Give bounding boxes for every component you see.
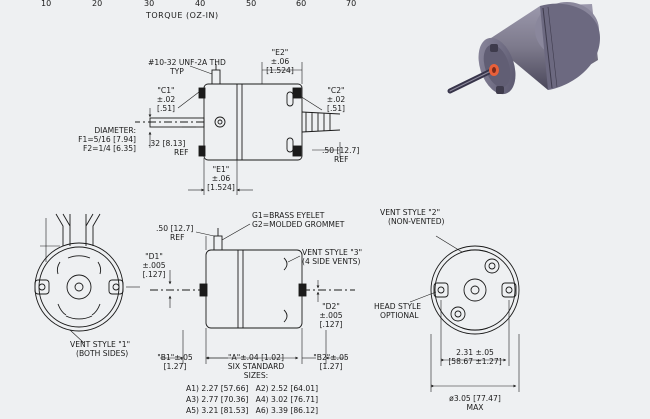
sizes-row: A1) 2.27 [57.66] A2) 2.52 [64.01] (186, 383, 318, 394)
axis-label: TORQUE (OZ-IN) (146, 11, 219, 20)
eyelet-g2: G2=MOLDED GROMMET (252, 220, 345, 229)
c1-metric: [.51] (156, 104, 176, 113)
c1-tol: ±.02 (156, 95, 176, 104)
e2-tol: ±.06 (270, 57, 290, 66)
vent1-title: VENT STYLE "1" (70, 340, 131, 349)
dim-305-value: ø3.05 [77.47] (449, 394, 501, 403)
d2-tol: ±.005 (319, 311, 343, 320)
diameter-title: DIAMETER: (94, 126, 136, 135)
e1-tol: ±.06 (211, 174, 231, 183)
sizes-row: A3) 2.77 [70.36] A4) 3.02 [76.71] (186, 394, 318, 405)
sizes-row: A5) 3.21 [81.53] A6) 3.39 [86.12] (186, 405, 318, 416)
ref-50-top: .50 [12.7] REF (322, 146, 359, 164)
size-a4: A4) 3.02 [76.71] (255, 395, 319, 404)
dim-305-max: MAX (466, 403, 484, 412)
axis-tick: 60 (296, 0, 307, 8)
c1-dimension: "C1" ±.02 [.51] (157, 86, 175, 113)
e1-dimension: "E1" ±.06 [1.524] (207, 165, 235, 192)
size-a3: A3) 2.77 [70.36] (186, 395, 249, 404)
a-name: "A"±.04 [1.02] (228, 353, 284, 362)
diameter-f2: F2=1/4 [6.35] (82, 144, 136, 153)
b1-dimension: "B1"±.05 [1.27] (157, 353, 192, 371)
size-a1: A1) 2.27 [57.66] (186, 384, 249, 393)
ref-50-side-ref: REF (170, 233, 185, 242)
thread-spec: #10-32 UNF-2A THD (148, 58, 226, 67)
ref-50-ref: REF (334, 155, 349, 164)
left-end-view (34, 213, 140, 344)
axis-tick: 70 (346, 0, 357, 8)
ref-32: .32 [8.13] REF (148, 139, 188, 157)
dim-231-metric: [58.67 ±1.27] (448, 357, 502, 366)
d2-metric: [.127] (319, 320, 343, 329)
size-a2: A2) 2.52 [64.01] (255, 384, 319, 393)
d1-metric: [.127] (142, 270, 166, 279)
thread-label: #10-32 UNF-2A THD TYP (148, 58, 226, 76)
c1-name: "C1" (157, 86, 175, 95)
b2-dimension: "B2"±.05 [1.27] (313, 353, 348, 371)
c2-name: "C2" (327, 86, 345, 95)
d1-tol: ±.005 (142, 261, 166, 270)
thread-sub: TYP (170, 67, 184, 76)
e2-metric: [1.524] (266, 66, 294, 75)
sizes-table: A1) 2.27 [57.66] A2) 2.52 [64.01] A3) 2.… (186, 383, 318, 416)
eyelet-spec: G1=BRASS EYELET G2=MOLDED GROMMET (252, 211, 344, 229)
ref-32-ref: REF (174, 148, 189, 157)
dim-231-value: 2.31 ±.05 (456, 348, 494, 357)
a-dimension: "A"±.04 [1.02] SIX STANDARD SIZES: (228, 353, 284, 380)
b2-name: "B2"±.05 (313, 353, 349, 362)
ref-50-side: .50 [12.7] REF (156, 224, 193, 242)
vent-style-2: VENT STYLE "2" (NON-VENTED) (380, 208, 445, 226)
diameter-spec: DIAMETER: F1=5/16 [7.94] F2=1/4 [6.35] (56, 126, 136, 153)
vent3-desc: (4 SIDE VENTS) (302, 257, 361, 266)
b1-name: "B1"±.05 (157, 353, 193, 362)
top-motor-view (135, 62, 341, 195)
e1-metric: [1.524] (207, 183, 235, 192)
vent3-title: VENT STYLE "3" (302, 248, 363, 257)
vent-style-3: VENT STYLE "3" (4 SIDE VENTS) (302, 248, 362, 266)
head-style-desc: OPTIONAL (380, 311, 419, 320)
a-sizes-title: SIX STANDARD (227, 362, 285, 371)
size-a5: A5) 3.21 [81.53] (186, 406, 249, 415)
right-end-view (409, 235, 520, 392)
head-style: HEAD STYLE OPTIONAL (374, 302, 421, 320)
c2-tol: ±.02 (326, 95, 346, 104)
head-style-title: HEAD STYLE (374, 302, 422, 311)
e2-name: "E2" (271, 48, 289, 57)
dim-231: 2.31 ±.05 [58.67 ±1.27] (448, 348, 501, 366)
axis-tick: 30 (144, 0, 155, 8)
diameter-f1: F1=5/16 [7.94] (78, 135, 136, 144)
ref-50-side-value: .50 [12.7] (156, 224, 194, 233)
b2-metric: [1.27] (319, 362, 343, 371)
vent1-desc: (BOTH SIDES) (76, 349, 129, 358)
ref-50-value: .50 [12.7] (322, 146, 360, 155)
axis-tick: 20 (92, 0, 103, 8)
d2-dimension: "D2" ±.005 [.127] (319, 302, 342, 329)
vent2-desc: (NON-VENTED) (388, 217, 445, 226)
motor-render (447, 2, 600, 95)
c2-metric: [.51] (326, 104, 346, 113)
axis-tick: 40 (195, 0, 206, 8)
d1-name: "D1" (145, 252, 163, 261)
vent2-title: VENT STYLE "2" (380, 208, 441, 217)
c2-dimension: "C2" ±.02 [.51] (327, 86, 345, 113)
e2-dimension: "E2" ±.06 [1.524] (266, 48, 294, 75)
size-a6: A6) 3.39 [86.12] (255, 406, 319, 415)
vent-style-1: VENT STYLE "1" (BOTH SIDES) (70, 340, 130, 358)
axis-tick: 10 (41, 0, 52, 8)
axis-tick: 50 (246, 0, 257, 8)
dim-305: ø3.05 [77.47] MAX (449, 394, 501, 412)
d2-name: "D2" (322, 302, 340, 311)
a-sizes-label: SIZES: (243, 371, 269, 380)
side-motor-view (150, 223, 355, 364)
ref-32-value: .32 [8.13] (148, 139, 186, 148)
e1-name: "E1" (212, 165, 230, 174)
eyelet-g1: G1=BRASS EYELET (252, 211, 325, 220)
d1-dimension: "D1" ±.005 [.127] (142, 252, 165, 279)
b1-metric: [1.27] (163, 362, 187, 371)
